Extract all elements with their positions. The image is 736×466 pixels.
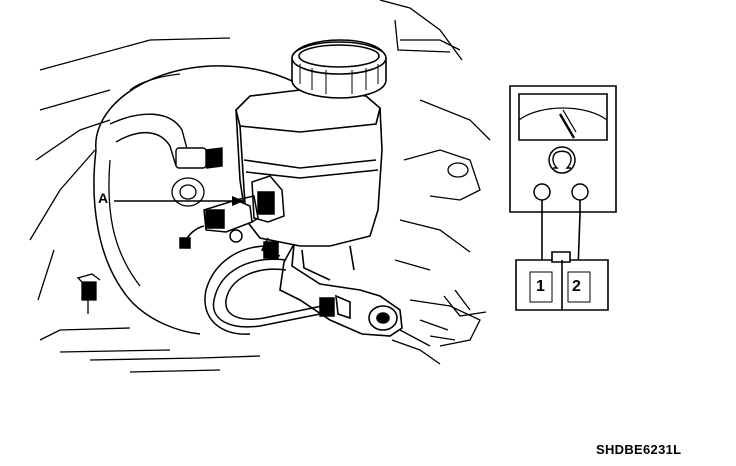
figure-code: SHDBE6231L [596,442,682,457]
test-leads [542,200,580,270]
connector-pin-2-label: 2 [572,278,581,295]
callout-label-a: A [98,190,109,206]
omega-symbol-icon [549,147,575,173]
switch-connector [516,252,608,310]
mounting-bolt [78,274,100,314]
callout-a-leader [114,196,244,206]
master-cylinder [280,244,402,336]
connector-pin-1-label: 1 [536,278,545,295]
fluid-level-switch [180,176,284,248]
brake-lines [205,238,334,334]
vacuum-hose [110,114,222,168]
probe-jacks [534,184,588,200]
